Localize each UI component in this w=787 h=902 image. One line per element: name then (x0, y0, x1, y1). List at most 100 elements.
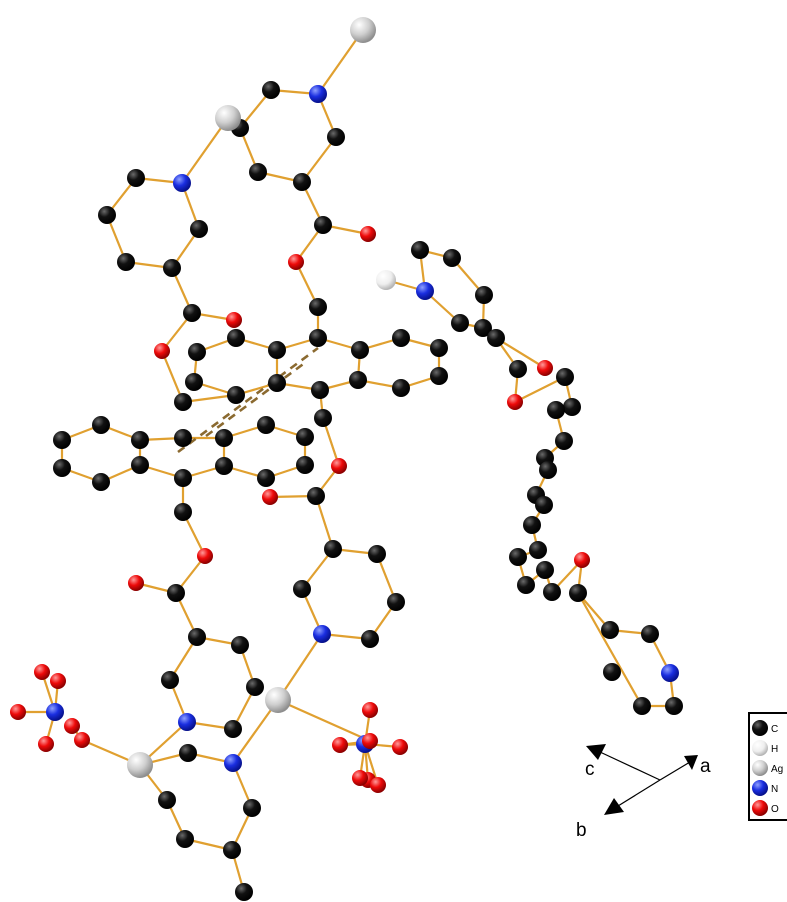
atom-o (226, 312, 242, 328)
atom-c (246, 678, 264, 696)
atom-o (50, 673, 66, 689)
atom-c (509, 360, 527, 378)
atom-o (38, 736, 54, 752)
atom-c (53, 431, 71, 449)
atom-c (174, 393, 192, 411)
atom-c (536, 561, 554, 579)
pi-stacking-lines (177, 346, 319, 454)
atom-ag (350, 17, 376, 43)
atom-c (185, 373, 203, 391)
atom-n (661, 664, 679, 682)
atom-o (537, 360, 553, 376)
atom-ag (127, 752, 153, 778)
atom-c (487, 329, 505, 347)
atom-c (257, 416, 275, 434)
atom-c (268, 341, 286, 359)
atom-n (313, 625, 331, 643)
atom-c (98, 206, 116, 224)
atom-o (360, 226, 376, 242)
bond (576, 591, 644, 708)
legend-label-n: N (771, 784, 778, 795)
atoms-layer (10, 17, 683, 901)
atom-ag (215, 105, 241, 131)
atom-c (361, 630, 379, 648)
atom-o (128, 575, 144, 591)
axis-indicator: c a b (576, 744, 711, 841)
atom-c (215, 457, 233, 475)
legend-label-o: O (771, 804, 779, 815)
atom-c (555, 432, 573, 450)
atom-c (563, 398, 581, 416)
atom-o (331, 458, 347, 474)
atom-c (307, 487, 325, 505)
atom-c (117, 253, 135, 271)
atom-c (556, 368, 574, 386)
atom-o (332, 737, 348, 753)
bond (276, 632, 324, 702)
atom-o (64, 718, 80, 734)
axis-label-a: a (700, 756, 711, 777)
atom-c (535, 496, 553, 514)
legend-label-h: H (771, 744, 778, 755)
atom-o (392, 739, 408, 755)
atom-c (163, 259, 181, 277)
atom-o (74, 732, 90, 748)
atom-o (362, 733, 378, 749)
atom-ag (265, 687, 291, 713)
atom-c (314, 216, 332, 234)
atom-h (376, 270, 396, 290)
atom-o (362, 702, 378, 718)
bond (160, 349, 185, 404)
atom-c (314, 409, 332, 427)
atom-c (179, 744, 197, 762)
atom-o (288, 254, 304, 270)
atom-o (154, 343, 170, 359)
atom-c (324, 540, 342, 558)
atom-c (262, 81, 280, 99)
atom-c (349, 371, 367, 389)
atom-c (430, 367, 448, 385)
atom-c (227, 329, 245, 347)
atom-c (641, 625, 659, 643)
atom-c (257, 469, 275, 487)
atom-c (351, 341, 369, 359)
atom-c (309, 329, 327, 347)
bond (513, 375, 567, 404)
atom-n (178, 713, 196, 731)
bond (276, 698, 372, 743)
atom-c (92, 473, 110, 491)
atom-c (188, 343, 206, 361)
atom-o (574, 552, 590, 568)
legend-swatch-c (752, 720, 768, 736)
atom-n (173, 174, 191, 192)
bonds-layer (16, 28, 676, 894)
bond (180, 116, 230, 185)
atom-c (131, 431, 149, 449)
atom-c (174, 429, 192, 447)
atom-c (176, 830, 194, 848)
atom-c (547, 401, 565, 419)
atom-c (223, 841, 241, 859)
atom-c (231, 636, 249, 654)
atom-c (224, 720, 242, 738)
atom-c (131, 456, 149, 474)
atom-c (296, 456, 314, 474)
atom-c (392, 329, 410, 347)
atom-n (224, 754, 242, 772)
atom-c (215, 429, 233, 447)
atom-c (268, 374, 286, 392)
bond (314, 494, 335, 551)
atom-c (174, 503, 192, 521)
atom-c (368, 545, 386, 563)
atom-c (517, 576, 535, 594)
atom-c (633, 697, 651, 715)
atom-c (309, 298, 327, 316)
axis-label-b: b (576, 820, 587, 841)
legend-swatch-n (752, 780, 768, 796)
atom-c (243, 799, 261, 817)
atom-n (309, 85, 327, 103)
atom-c (174, 469, 192, 487)
atom-o (370, 777, 386, 793)
atom-c (601, 621, 619, 639)
